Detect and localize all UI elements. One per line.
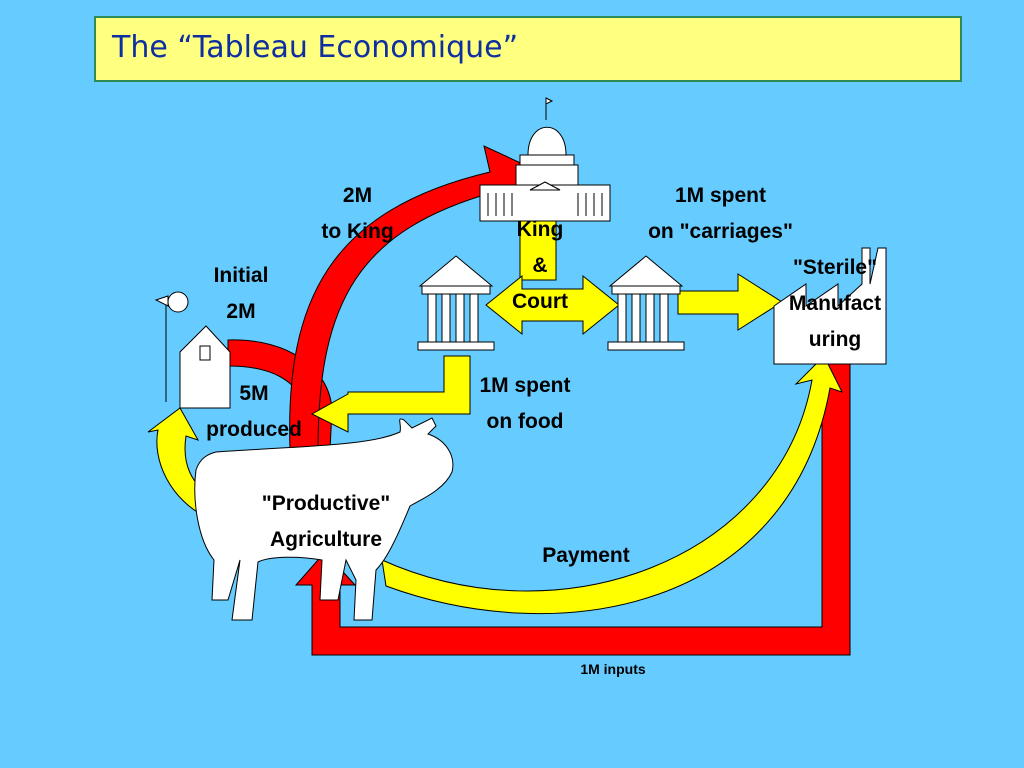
left-temple-icon bbox=[417, 255, 495, 351]
king-court-line-3: Court bbox=[512, 290, 568, 313]
initial-label: Initial 2M bbox=[196, 258, 286, 330]
yellow-arrow-food bbox=[310, 355, 471, 433]
carriages-line-1: 1M spent bbox=[674, 184, 766, 207]
yellow-arrow-carriages bbox=[677, 273, 783, 331]
farmhouse-icon bbox=[179, 325, 231, 409]
produced-line-1: 5M bbox=[239, 382, 269, 405]
sterile-line-1: "Sterile" bbox=[792, 256, 878, 279]
capitol-building-icon bbox=[479, 97, 611, 222]
food-line-1: 1M spent bbox=[479, 374, 571, 397]
productive-line-1: "Productive" bbox=[261, 492, 391, 515]
sterile-label: "Sterile" Manufact uring bbox=[772, 250, 898, 358]
carriages-line-2: on "carriages" bbox=[648, 220, 793, 243]
right-temple-icon bbox=[607, 255, 685, 351]
inputs-label: 1M inputs bbox=[580, 661, 646, 677]
windmill-icon bbox=[154, 291, 189, 402]
payment-label: Payment bbox=[542, 544, 630, 567]
king-court-label: King & Court bbox=[500, 212, 580, 320]
king-court-line-2: & bbox=[532, 254, 548, 277]
carriages-label: 1M spent on "carriages" bbox=[628, 178, 813, 250]
red-arrow-inputs bbox=[294, 361, 851, 656]
productive-line-2: Agriculture bbox=[269, 528, 382, 551]
slide-title: The “Tableau Economique” bbox=[112, 30, 519, 65]
yellow-arrow-payment bbox=[381, 355, 843, 615]
initial-line-1: Initial bbox=[213, 264, 269, 287]
initial-line-2: 2M bbox=[226, 300, 256, 323]
to-king-label: 2M to King bbox=[300, 178, 415, 250]
produced-label: 5M produced bbox=[194, 376, 314, 448]
to-king-line-2: to King bbox=[321, 220, 394, 243]
sterile-line-2: Manufact bbox=[788, 292, 882, 315]
produced-line-2: produced bbox=[206, 418, 302, 441]
factory-icon bbox=[773, 247, 887, 365]
cow-icon bbox=[194, 417, 454, 621]
title-box: The “Tableau Economique” bbox=[94, 16, 962, 82]
king-court-line-1: King bbox=[516, 218, 564, 241]
to-king-line-1: 2M bbox=[342, 184, 373, 207]
food-label: 1M spent on food bbox=[464, 368, 586, 440]
food-line-2: on food bbox=[486, 410, 564, 433]
sterile-line-3: uring bbox=[808, 328, 862, 351]
productive-label: "Productive" Agriculture bbox=[240, 486, 412, 558]
